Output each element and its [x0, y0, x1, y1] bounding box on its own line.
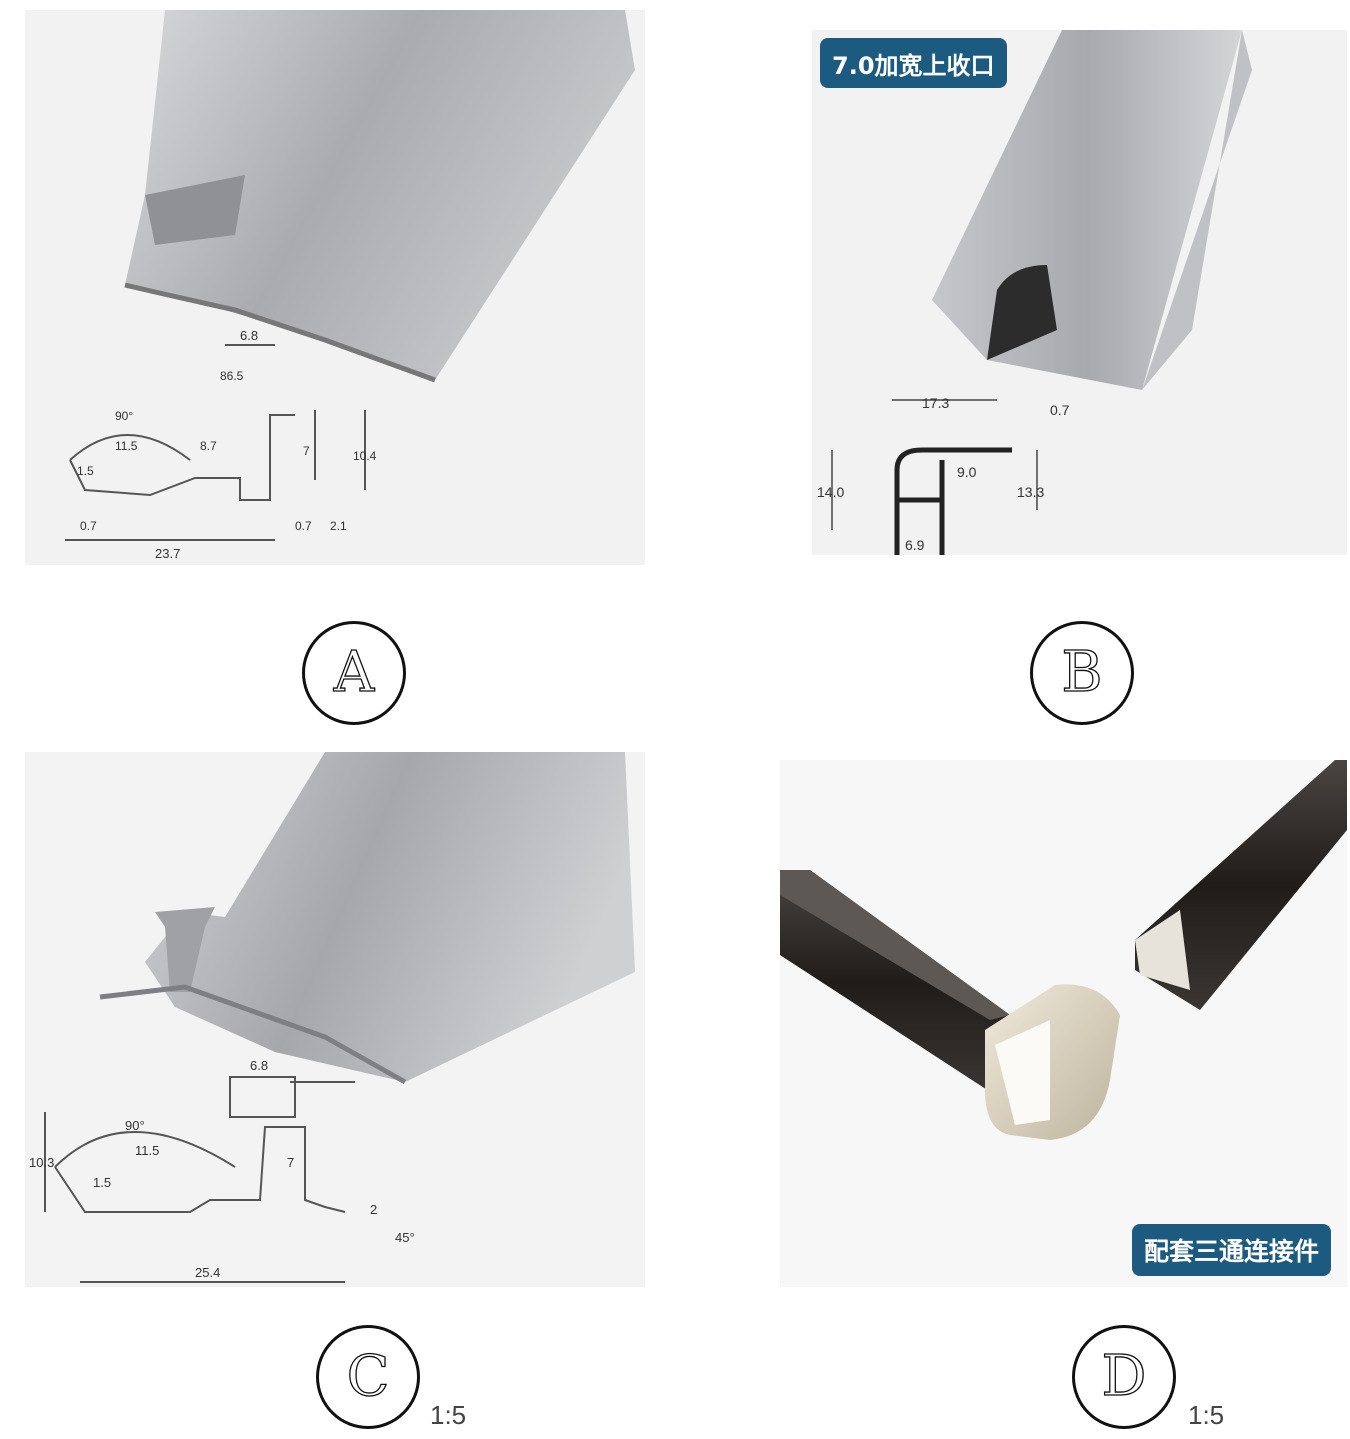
dim-c-2: 90°: [125, 1118, 145, 1133]
dim-b-1: 17.3: [922, 395, 949, 411]
dim-a-3: 90°: [115, 409, 133, 423]
dim-c-7: 2: [370, 1202, 377, 1217]
label-c-circle: C: [316, 1325, 420, 1429]
dim-a-11: 2.1: [330, 519, 347, 533]
profile-d-drawing: [780, 760, 1347, 1287]
dim-a-8: 10.4: [353, 449, 377, 463]
label-b: B: [1061, 640, 1103, 705]
scale-d: 1:5: [1188, 1400, 1225, 1430]
dim-c-9: 25.4: [195, 1265, 220, 1280]
dim-b-4: 14.0: [817, 484, 844, 500]
dim-c-6: 7: [287, 1155, 294, 1170]
dim-c-1: 6.8: [250, 1058, 268, 1073]
dim-c-3: 11.5: [135, 1143, 159, 1158]
dim-c-8: 45°: [395, 1230, 415, 1245]
dim-b-3: 9.0: [957, 464, 977, 480]
panel-a-photo: 6.8 86.5 90° 11.5 8.7 1.5 7 10.4 0.7 0.7…: [25, 10, 645, 565]
dim-a-1: 6.8: [240, 328, 258, 343]
dim-a-10: 0.7: [295, 519, 312, 533]
dim-c-4: 1.5: [93, 1175, 111, 1190]
panel-d-photo: 配套三通连接件: [780, 760, 1347, 1287]
dim-a-7: 7: [303, 444, 310, 458]
label-c: C: [346, 1344, 390, 1409]
dim-a-9: 0.7: [80, 519, 97, 533]
dim-b-5: 13.3: [1017, 484, 1044, 500]
dim-b-6: 6.9: [905, 537, 925, 553]
dim-a-6: 1.5: [77, 464, 94, 478]
panel-b-photo: 17.3 0.7 9.0 14.0 13.3 6.9 7.0加宽上收口: [812, 30, 1347, 555]
label-a-circle: A: [302, 621, 406, 725]
profile-c-drawing: 6.8 90° 11.5 1.5 10.3 7 2 45° 25.4: [25, 752, 645, 1287]
label-b-circle: B: [1030, 621, 1134, 725]
scale-c: 1:5: [430, 1400, 467, 1430]
dim-b-2: 0.7: [1050, 402, 1070, 418]
dim-a-2: 86.5: [220, 369, 244, 383]
profile-b-drawing: 17.3 0.7 9.0 14.0 13.3 6.9: [812, 30, 1347, 555]
dim-a-4: 11.5: [115, 439, 138, 453]
label-a: A: [333, 640, 375, 705]
label-d-circle: D: [1072, 1325, 1176, 1429]
panel-c-photo: 6.8 90° 11.5 1.5 10.3 7 2 45° 25.4: [25, 752, 645, 1287]
badge-b: 7.0加宽上收口: [820, 38, 1007, 88]
label-d: D: [1101, 1344, 1147, 1409]
dim-c-5: 10.3: [29, 1155, 54, 1170]
dim-a-12: 23.7: [155, 546, 180, 561]
profile-a-drawing: 6.8 86.5 90° 11.5 8.7 1.5 7 10.4 0.7 0.7…: [25, 10, 645, 565]
dim-a-5: 8.7: [200, 439, 217, 453]
badge-d: 配套三通连接件: [1132, 1224, 1332, 1276]
